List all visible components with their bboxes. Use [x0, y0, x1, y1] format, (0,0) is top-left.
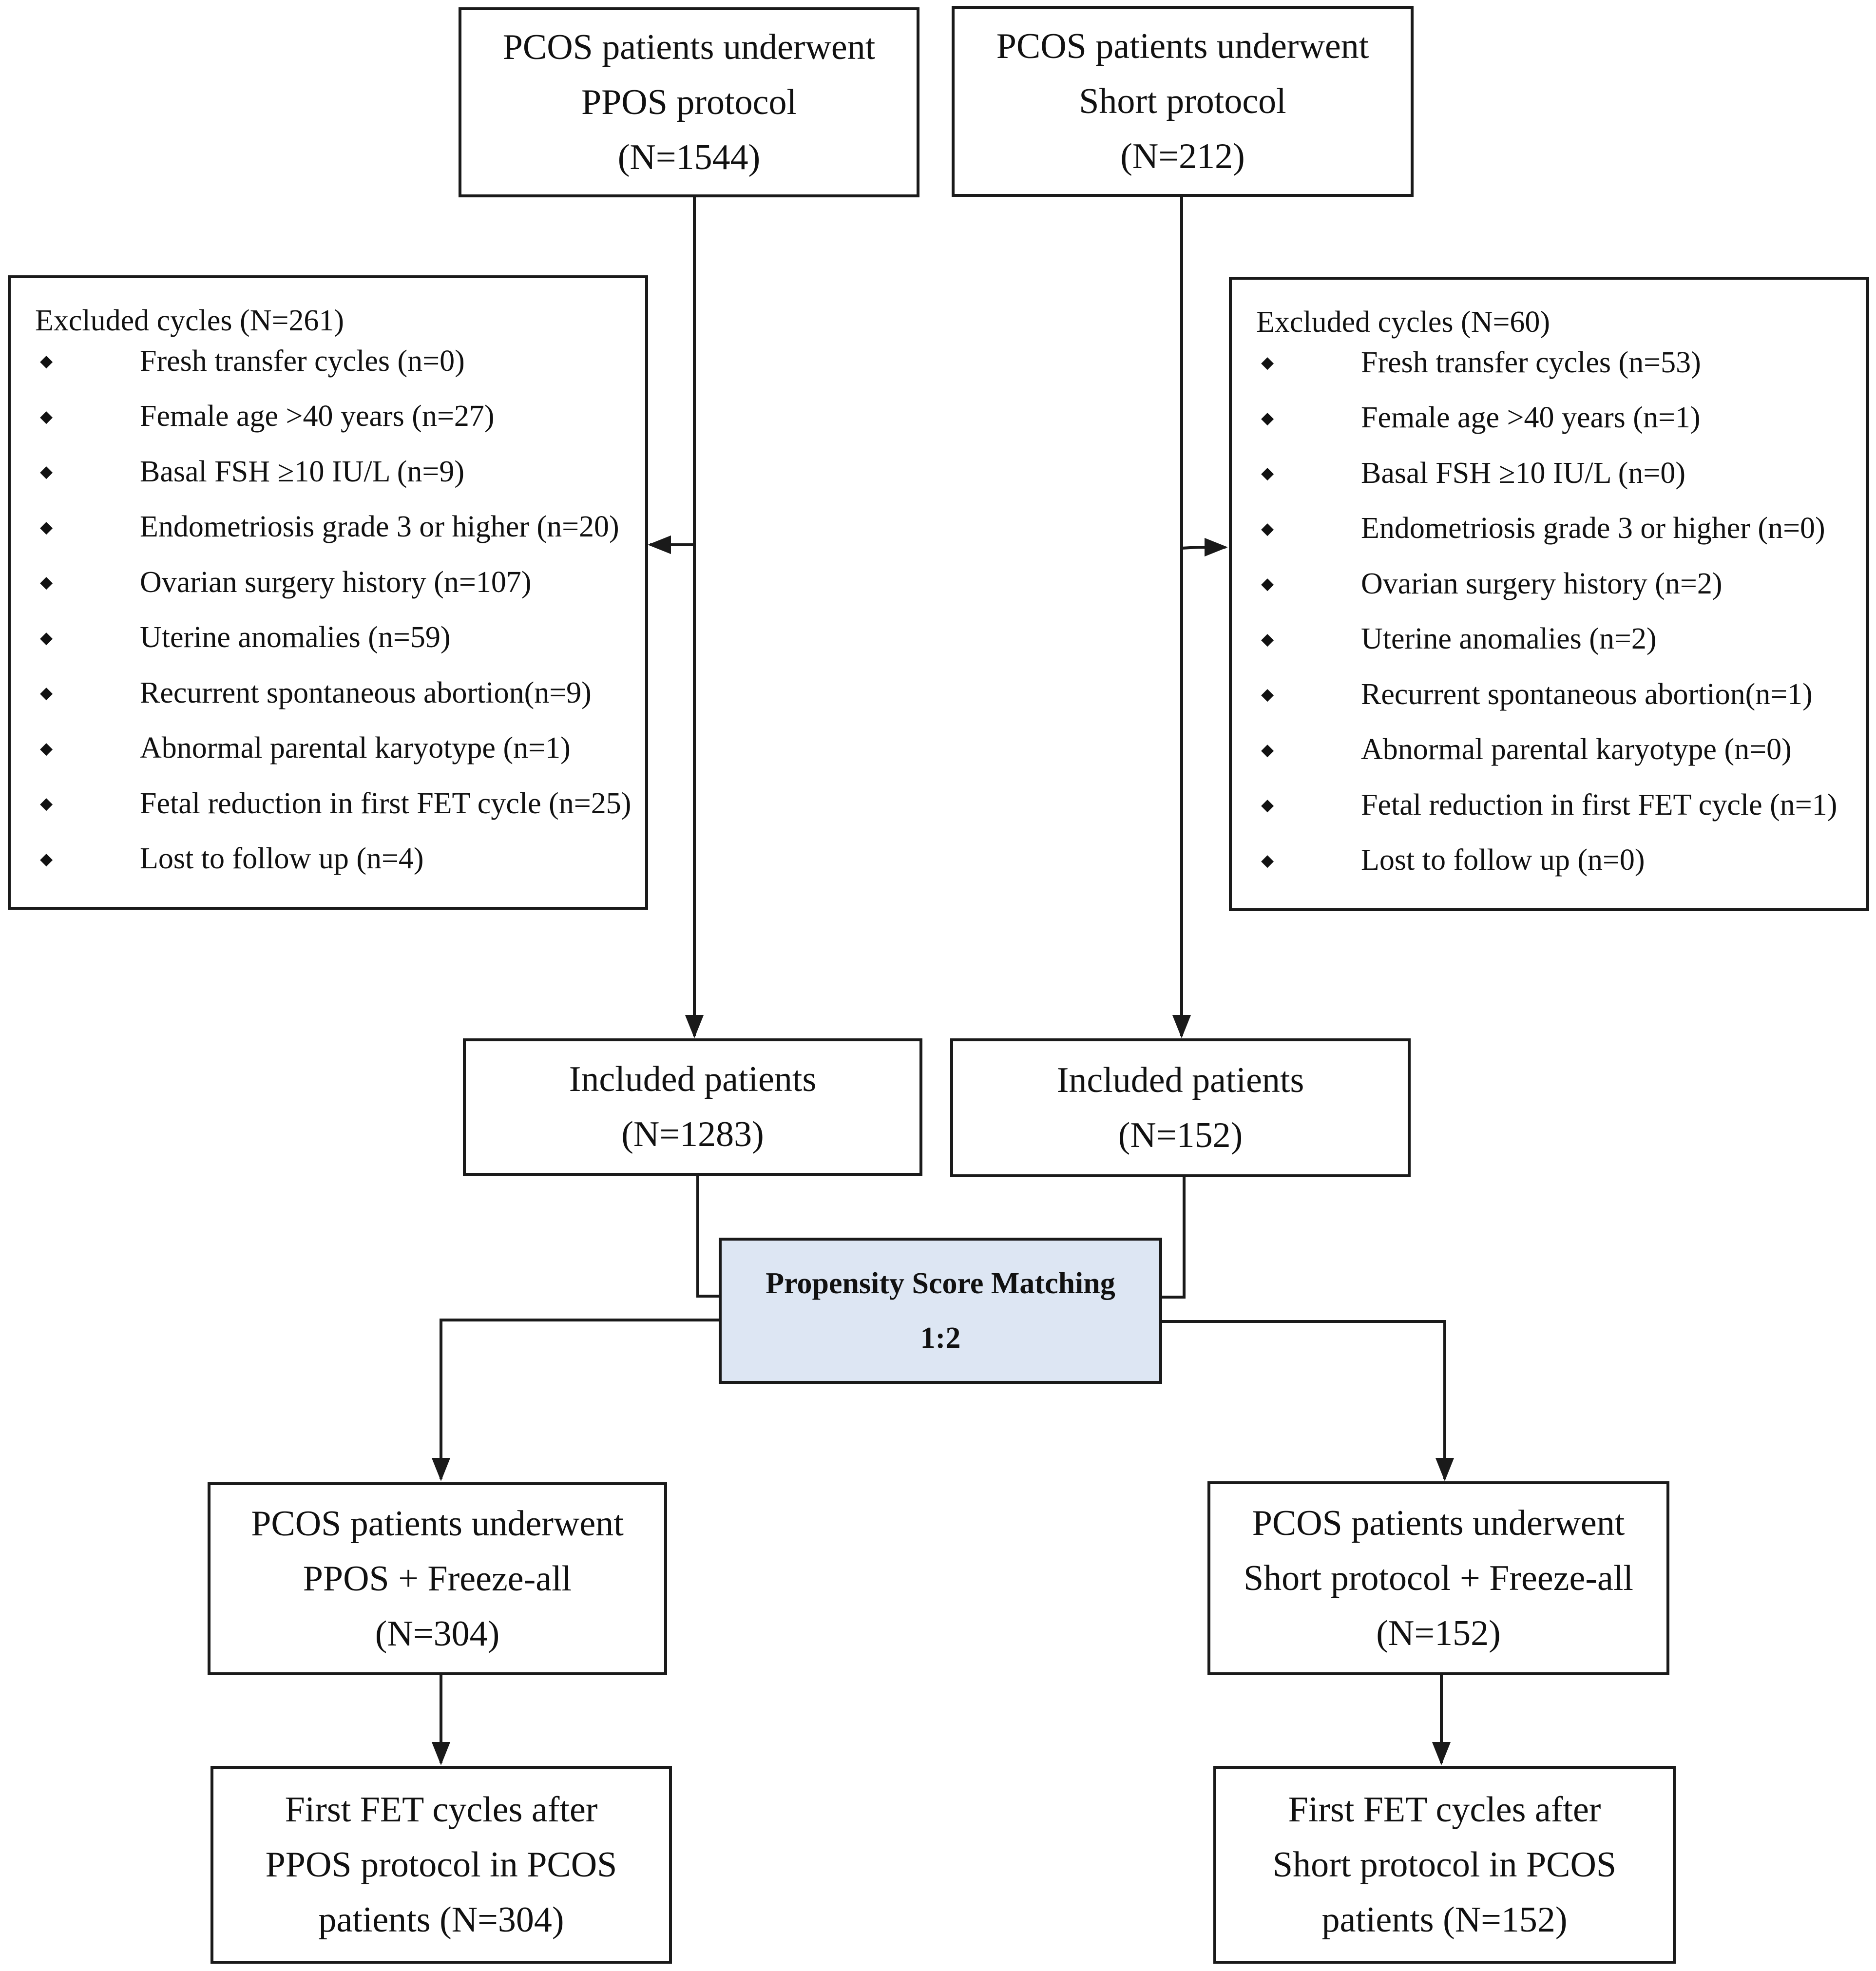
ppos-final-line-3: patients (N=304)	[318, 1899, 564, 1940]
ppos-excluded-item-label: Endometriosis grade 3 or higher (n=20)	[140, 510, 619, 543]
ppos-included-line-1: Included patients	[569, 1059, 817, 1099]
ppos-final-line-2: PPOS protocol in PCOS	[265, 1844, 617, 1885]
diamond-bullet-icon: ◆	[1261, 741, 1274, 759]
ppos-matched-line-1: PCOS patients underwent	[251, 1503, 624, 1544]
short-matched-box: PCOS patients underwent Short protocol +…	[1207, 1481, 1669, 1675]
short-final-line-1: First FET cycles after	[1288, 1789, 1601, 1830]
arrow-matching-to-short-matched	[1161, 1320, 1455, 1481]
diamond-bullet-icon: ◆	[1261, 354, 1274, 372]
diamond-bullet-icon: ◆	[40, 463, 53, 481]
diamond-bullet-icon: ◆	[1261, 796, 1274, 814]
short-excluded-item-label: Uterine anomalies (n=2)	[1361, 622, 1657, 655]
ppos-excluded-item-label: Ovarian surgery history (n=107)	[140, 565, 532, 599]
ppos-included-line-2: (N=1283)	[621, 1114, 764, 1154]
ppos-excluded-item-label: Fetal reduction in first FET cycle (n=25…	[140, 786, 632, 820]
diamond-bullet-icon: ◆	[40, 574, 53, 592]
short-start-box: PCOS patients underwent Short protocol (…	[952, 6, 1414, 197]
short-excluded-item-label: Ovarian surgery history (n=2)	[1361, 567, 1723, 600]
matching-method-label: Propensity Score Matching	[766, 1267, 1115, 1300]
short-excluded-title: Excluded cycles (N=60)	[1256, 306, 1551, 339]
ppos-excluded-item-label: Basal FSH ≥10 IU/L (n=9)	[140, 455, 464, 488]
diamond-bullet-icon: ◆	[1261, 409, 1274, 427]
short-excluded-item-label: Fresh transfer cycles (n=53)	[1361, 345, 1701, 379]
short-excluded-item-label: Lost to follow up (n=0)	[1361, 843, 1645, 877]
matching-ratio-label: 1:2	[920, 1321, 961, 1355]
diamond-bullet-icon: ◆	[1261, 851, 1274, 870]
diamond-bullet-icon: ◆	[40, 795, 53, 813]
diamond-bullet-icon: ◆	[40, 407, 53, 426]
link-ppos-included-to-matching	[696, 1174, 720, 1298]
short-start-line-3: (N=212)	[1120, 136, 1245, 176]
ppos-start-line-2: PPOS protocol	[581, 82, 797, 122]
diamond-bullet-icon: ◆	[40, 739, 53, 758]
ppos-final-box: First FET cycles after PPOS protocol in …	[211, 1766, 672, 1964]
diamond-bullet-icon: ◆	[1261, 630, 1274, 649]
short-excluded-item-label: Basal FSH ≥10 IU/L (n=0)	[1361, 456, 1685, 490]
short-start-line-1: PCOS patients underwent	[996, 26, 1369, 66]
ppos-excluded-item-label: Recurrent spontaneous abortion(n=9)	[140, 676, 592, 709]
ppos-matched-box: PCOS patients underwent PPOS + Freeze-al…	[208, 1482, 667, 1675]
short-matched-line-1: PCOS patients underwent	[1252, 1503, 1625, 1543]
short-final-box: First FET cycles after Short protocol in…	[1213, 1766, 1676, 1964]
ppos-matched-line-2: PPOS + Freeze-all	[303, 1558, 572, 1599]
short-excluded-item-label: Recurrent spontaneous abortion(n=1)	[1361, 677, 1813, 711]
short-included-line-1: Included patients	[1056, 1060, 1304, 1100]
ppos-excluded-item-label: Lost to follow up (n=4)	[140, 842, 424, 875]
short-excluded-item-label: Abnormal parental karyotype (n=0)	[1361, 733, 1792, 766]
ppos-excluded-item-label: Abnormal parental karyotype (n=1)	[140, 731, 571, 765]
ppos-matched-line-3: (N=304)	[375, 1613, 500, 1654]
ppos-excluded-item-label: Uterine anomalies (n=59)	[140, 621, 451, 654]
diamond-bullet-icon: ◆	[1261, 686, 1274, 704]
short-included-box: Included patients (N=152)	[950, 1038, 1411, 1177]
arrow-matching-to-ppos-matched	[431, 1319, 720, 1481]
ppos-excluded-title: Excluded cycles (N=261)	[35, 304, 345, 337]
short-final-line-2: Short protocol in PCOS	[1272, 1844, 1617, 1885]
arrow-short-to-excluded	[1181, 537, 1228, 557]
diamond-bullet-icon: ◆	[40, 850, 53, 868]
diamond-bullet-icon: ◆	[40, 518, 53, 536]
ppos-excluded-item-label: Fresh transfer cycles (n=0)	[140, 344, 465, 378]
ppos-start-line-3: (N=1544)	[617, 137, 761, 177]
diamond-bullet-icon: ◆	[40, 684, 53, 702]
short-start-line-2: Short protocol	[1079, 81, 1286, 121]
short-included-line-2: (N=152)	[1118, 1115, 1243, 1155]
diamond-bullet-icon: ◆	[1261, 464, 1274, 482]
ppos-excluded-box: Excluded cycles (N=261) ◆ Fresh transfer …	[8, 275, 648, 910]
diamond-bullet-icon: ◆	[40, 629, 53, 647]
diamond-bullet-icon: ◆	[40, 352, 53, 370]
short-excluded-item-label: Endometriosis grade 3 or higher (n=0)	[1361, 512, 1825, 545]
short-excluded-item-label: Fetal reduction in first FET cycle (n=1)	[1361, 788, 1838, 822]
short-final-line-3: patients (N=152)	[1321, 1899, 1568, 1940]
propensity-matching-box: Propensity Score Matching 1:2	[719, 1238, 1162, 1384]
ppos-excluded-item-label: Female age >40 years (n=27)	[140, 400, 495, 433]
ppos-included-box: Included patients (N=1283)	[463, 1038, 922, 1176]
ppos-start-line-1: PCOS patients underwent	[502, 27, 876, 67]
short-excluded-box: Excluded cycles (N=60) ◆ Fresh transfer c…	[1229, 277, 1869, 911]
link-short-included-to-matching	[1161, 1175, 1186, 1299]
short-matched-line-3: (N=152)	[1376, 1613, 1501, 1653]
diamond-bullet-icon: ◆	[1261, 519, 1274, 538]
ppos-start-box: PCOS patients underwent PPOS protocol (N…	[459, 7, 919, 197]
short-matched-line-2: Short protocol + Freeze-all	[1244, 1558, 1633, 1598]
diamond-bullet-icon: ◆	[1261, 575, 1274, 593]
ppos-final-line-1: First FET cycles after	[285, 1789, 598, 1830]
short-excluded-item-label: Female age >40 years (n=1)	[1361, 401, 1701, 434]
